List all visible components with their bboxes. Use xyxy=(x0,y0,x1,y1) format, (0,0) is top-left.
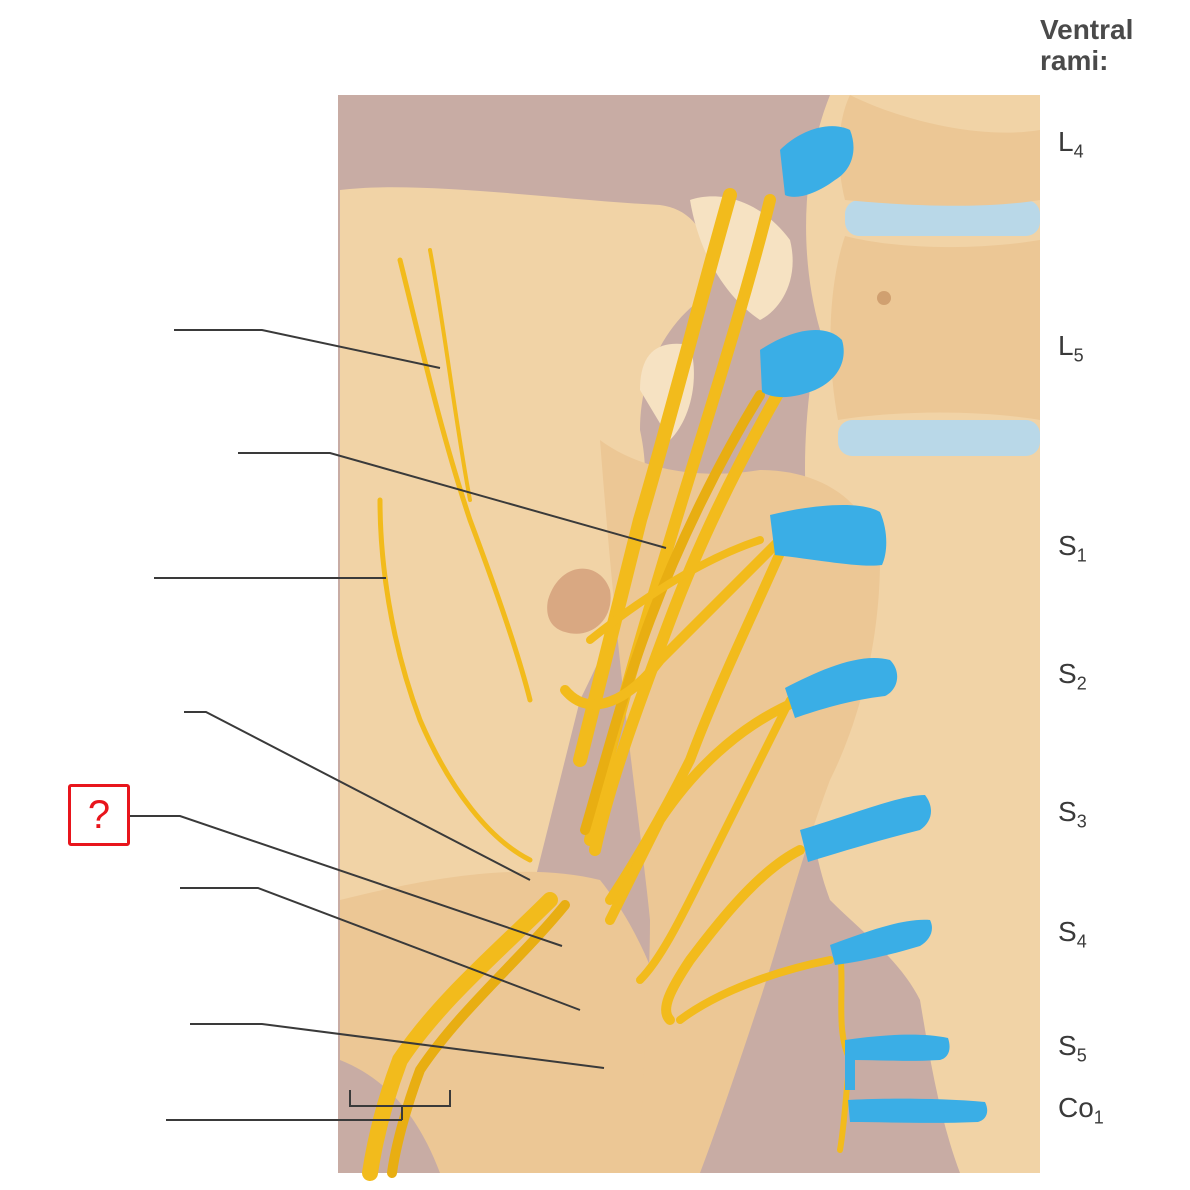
leader-line-5 xyxy=(130,815,563,947)
leader-line-4 xyxy=(184,711,531,881)
leader-line-2 xyxy=(238,452,667,549)
ventral-rami-header: Ventral rami: xyxy=(1040,14,1133,76)
root-S4 xyxy=(830,919,932,965)
ramus-label-S5: S5 xyxy=(1058,1030,1087,1066)
ramus-label-S4: S4 xyxy=(1058,916,1087,952)
intervertebral-disc-upper xyxy=(845,200,1040,236)
root-L5 xyxy=(760,329,844,398)
leader-lines xyxy=(130,329,667,1121)
intervertebral-disc-lower xyxy=(838,420,1040,456)
header-line-1: Ventral xyxy=(1040,14,1134,45)
root-S3 xyxy=(800,795,932,862)
ramus-label-L5: L5 xyxy=(1058,330,1084,366)
ramus-label-S1: S1 xyxy=(1058,530,1087,566)
root-S2 xyxy=(785,658,898,718)
leader-line-7 xyxy=(190,1023,605,1069)
ramus-label-S2: S2 xyxy=(1058,658,1087,694)
root-L4 xyxy=(780,126,854,197)
leader-line-6 xyxy=(180,887,581,1011)
bracket xyxy=(349,1090,451,1107)
root-S5 xyxy=(845,1034,950,1090)
ventral-rami-roots xyxy=(760,126,988,1123)
ramus-label-Co1: Co1 xyxy=(1058,1092,1104,1128)
ramus-label-S3: S3 xyxy=(1058,796,1087,832)
header-line-2: rami: xyxy=(1040,45,1109,76)
sacral-plexus-nerves xyxy=(362,188,854,1181)
root-S1 xyxy=(770,504,887,566)
question-mark-annotation: ? xyxy=(68,784,130,846)
root-Co1 xyxy=(848,1098,988,1123)
vertebral-column xyxy=(805,95,1040,1173)
ramus-label-L4: L4 xyxy=(1058,126,1084,162)
leader-line-1 xyxy=(174,329,441,369)
